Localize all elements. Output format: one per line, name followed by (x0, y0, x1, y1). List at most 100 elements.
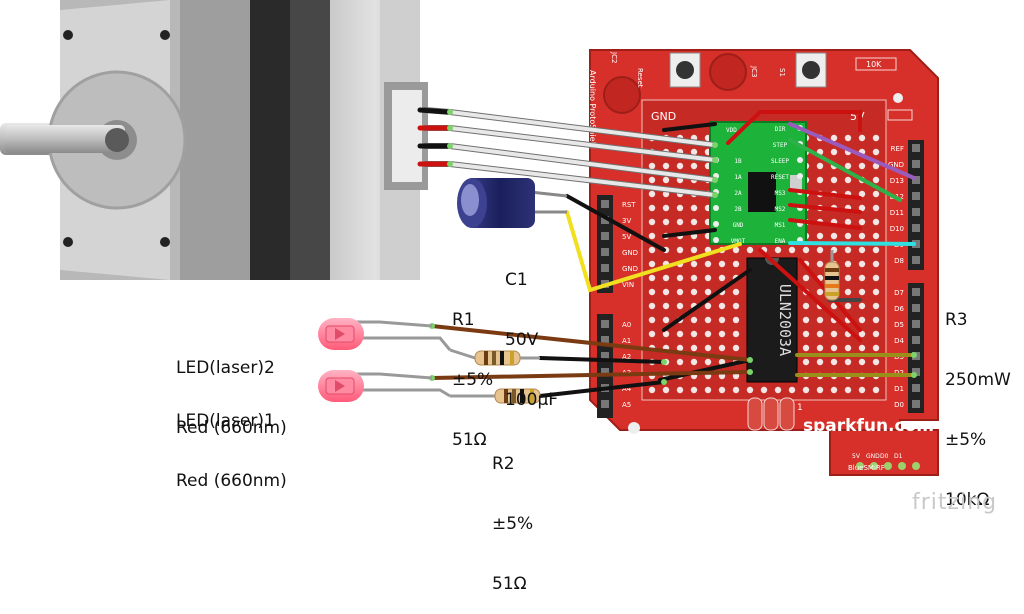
driver-vdd-label: VDD (726, 127, 737, 134)
r2-tolerance: ±5% (492, 514, 534, 534)
digital-high-pin-label: GND (888, 161, 904, 169)
proto-hole (690, 386, 698, 394)
proto-hole (648, 232, 656, 240)
digital-high-pin (912, 192, 920, 200)
proto-hole (816, 246, 824, 254)
led2-spec: Red (660nm) (176, 418, 287, 438)
proto-hole (802, 386, 810, 394)
reset-label: Reset (636, 68, 644, 88)
s1-button[interactable] (802, 61, 820, 79)
driver-right-pin (797, 157, 803, 163)
proto-hole (802, 274, 810, 282)
uln2003-chip: ULN2003A (746, 257, 798, 383)
proto-hole (844, 358, 852, 366)
proto-hole (872, 148, 880, 156)
proto-hole (732, 288, 740, 296)
proto-hole (844, 302, 852, 310)
proto-hole (802, 302, 810, 310)
proto-hole (830, 176, 838, 184)
proto-hole (732, 316, 740, 324)
jc3-label: JC3 (750, 65, 758, 77)
analog-header-pin-label: A1 (622, 337, 631, 345)
digital-low-pin-label: D6 (894, 305, 904, 313)
proto-hole (718, 330, 726, 338)
proto-hole (844, 386, 852, 394)
driver-right-pin-label: MS3 (775, 190, 786, 197)
proto-hole (676, 386, 684, 394)
digital-low-pin (912, 288, 920, 296)
power-header-pin-label: 3V (622, 217, 631, 225)
driver-left-pin (713, 237, 719, 243)
proto-hole (676, 344, 684, 352)
bluesmirf-label: BlueSMiRF (848, 464, 885, 472)
r1-value: 51Ω (452, 430, 487, 450)
proto-hole (858, 232, 866, 240)
power-header-pin (601, 216, 609, 224)
proto-hole (676, 358, 684, 366)
chip-label: ULN2003A (776, 284, 794, 356)
proto-hole (676, 288, 684, 296)
digital-low-pin (912, 400, 920, 408)
digital-low-pin-label: D4 (894, 337, 904, 345)
driver-left-pin-label: 2A (734, 190, 742, 197)
digital-low-pin (912, 384, 920, 392)
resistor-r1 (449, 348, 540, 366)
proto-hole (662, 386, 670, 394)
proto-hole (718, 274, 726, 282)
proto-hole (802, 316, 810, 324)
proto-hole (858, 134, 866, 142)
proto-hole (690, 162, 698, 170)
proto-hole (718, 386, 726, 394)
proto-hole (732, 246, 740, 254)
stepper-driver: 1B1A2A2BGNDVMOTDIRSTEPSLEEPRESETMS3MS2MS… (709, 121, 807, 245)
proto-hole (690, 260, 698, 268)
r10k-label: 10K (866, 60, 882, 69)
proto-hole (676, 162, 684, 170)
analog-header-pin (601, 336, 609, 344)
power-header-pin-label: VIN (622, 281, 634, 289)
proto-hole (718, 344, 726, 352)
proto-hole (648, 260, 656, 268)
reset-button[interactable] (676, 61, 694, 79)
proto-hole (676, 274, 684, 282)
proto-hole (858, 190, 866, 198)
digital-high-pin (912, 160, 920, 168)
stepper-motor (0, 0, 428, 280)
proto-hole (662, 204, 670, 212)
proto-hole (648, 302, 656, 310)
proto-hole (676, 330, 684, 338)
proto-hole (872, 316, 880, 324)
proto-hole (872, 204, 880, 212)
proto-hole (732, 344, 740, 352)
proto-hole (844, 232, 852, 240)
proto-hole (830, 358, 838, 366)
protoshield-label: Arduino ProtoShield (588, 70, 597, 149)
analog-header-pin (601, 352, 609, 360)
proto-hole (858, 260, 866, 268)
driver-left-pin-label: 1B (734, 158, 742, 165)
proto-hole (718, 358, 726, 366)
proto-hole (732, 260, 740, 268)
bluesmirf-pin-label: D1 (894, 453, 903, 460)
proto-hole (648, 330, 656, 338)
proto-hole (648, 246, 656, 254)
proto-hole (816, 344, 824, 352)
led-laser-2 (318, 318, 452, 351)
proto-hole (844, 288, 852, 296)
proto-hole (648, 274, 656, 282)
driver-right-pin-label: ENA (775, 238, 786, 245)
analog-header-pin-label: A5 (622, 401, 631, 409)
proto-hole (648, 316, 656, 324)
resistor-r3 (824, 250, 840, 301)
driver-left-pin-label: VMOT (731, 238, 746, 245)
proto-hole (718, 260, 726, 268)
proto-hole (802, 246, 810, 254)
proto-hole (858, 162, 866, 170)
proto-hole (704, 260, 712, 268)
capacitor-c1 (457, 178, 568, 228)
proto-hole (676, 246, 684, 254)
proto-hole (858, 246, 866, 254)
proto-hole (774, 386, 782, 394)
led2-label: LED(laser)2 Red (660nm) (176, 318, 287, 458)
driver-left-pin (713, 221, 719, 227)
